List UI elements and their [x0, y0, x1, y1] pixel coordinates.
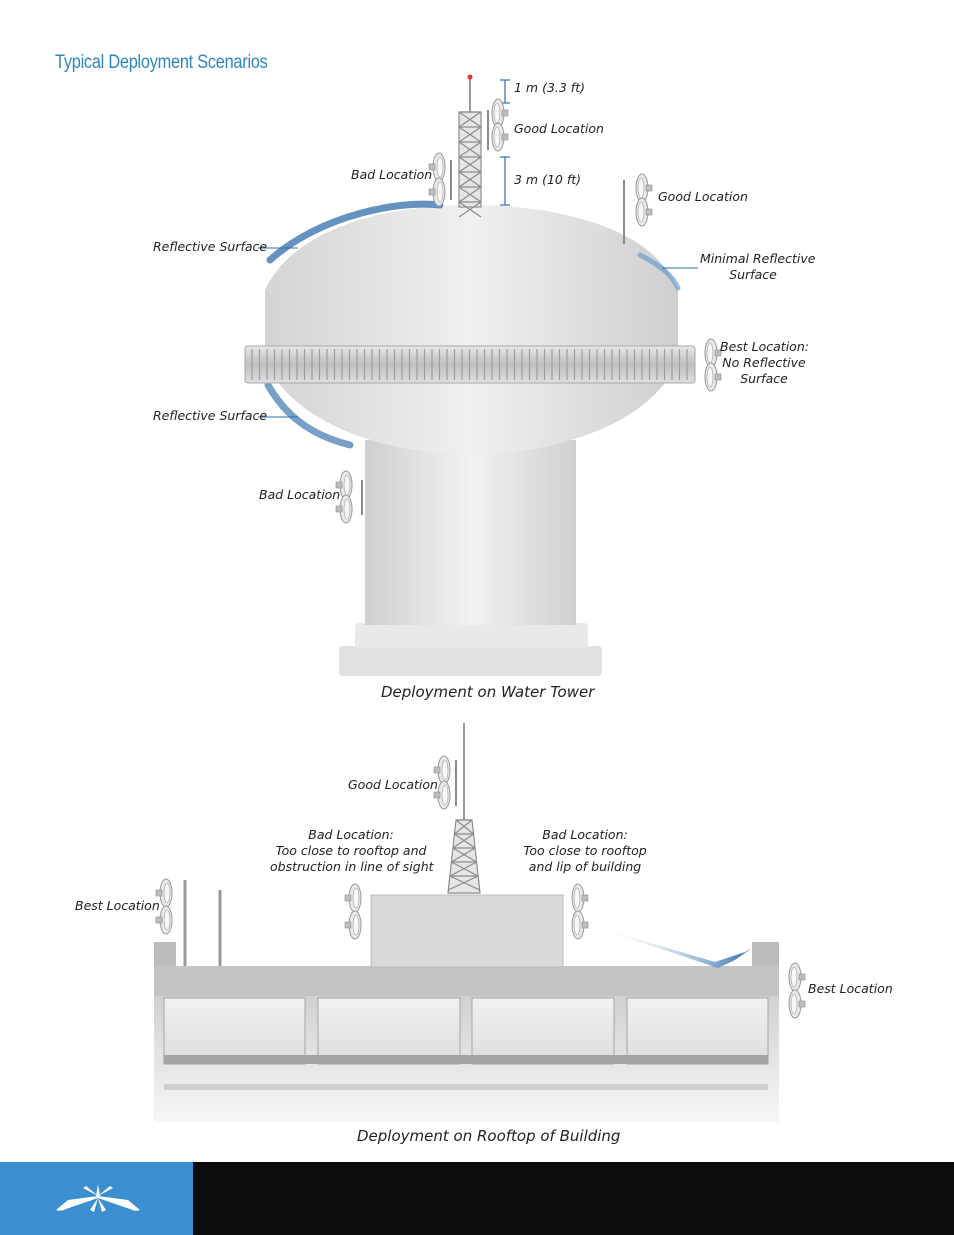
label-best-line2: No Reflective: [722, 355, 806, 370]
minimal-reflective-arc: [637, 252, 681, 291]
top-lattice-tower: [458, 74, 482, 218]
dish-good-mast: [433, 755, 457, 810]
page-heading: Typical Deployment Scenarios: [55, 52, 268, 73]
label-bad-location-right: Bad Location: Too close to rooftop and l…: [522, 827, 648, 875]
label-bad-right-line2: Too close to rooftop: [523, 843, 647, 858]
label-minimal-reflective: Minimal Reflective Surface: [700, 251, 816, 283]
deployment-diagram: [154, 74, 806, 1122]
leader-lines: [258, 247, 698, 418]
reflective-arc-top: [266, 200, 444, 264]
label-good-location-right: Good Location: [658, 189, 748, 204]
footer-bar: [193, 1162, 954, 1235]
label-best-location-right: Best Location: [808, 981, 893, 996]
label-three-meter: 3 m (10 ft): [514, 172, 582, 187]
label-bad-location-left: Bad Location: Too close to rooftop and o…: [270, 827, 434, 875]
dish-good-right: [623, 173, 653, 244]
label-one-meter: 1 m (3.3 ft): [514, 80, 585, 95]
tower-plinth: [355, 623, 588, 648]
dish-best-right: [788, 962, 806, 1019]
label-minimal-reflective-line1: Minimal Reflective: [700, 251, 816, 266]
tower-base: [339, 646, 602, 676]
label-bad-right-line1: Bad Location:: [542, 827, 628, 842]
label-reflective-surface-top: Reflective Surface: [153, 239, 268, 254]
label-best-location-band: Best Location: No Reflective Surface: [720, 339, 809, 387]
signal-beam-arrow: [590, 925, 752, 968]
dimension-lines: [500, 79, 510, 206]
label-good-location-top: Good Location: [514, 121, 604, 136]
label-bad-left-line3: obstruction in line of sight: [270, 859, 434, 874]
label-bad-location-column: Bad Location: [259, 487, 341, 502]
dish-best-band: [704, 338, 722, 392]
dish-best-left: [155, 878, 187, 966]
label-bad-right-line3: and lip of building: [528, 859, 642, 874]
rooftop-lattice-tower: [447, 723, 481, 894]
dish-bad-left: [344, 883, 362, 940]
reflective-arc-bottom: [264, 381, 354, 449]
label-minimal-reflective-line2: Surface: [729, 267, 777, 282]
label-bad-left-line1: Bad Location:: [308, 827, 394, 842]
dish-good-top: [487, 98, 509, 152]
label-best-location-left: Best Location: [75, 898, 160, 913]
label-good-location-mast: Good Location: [348, 777, 438, 792]
dish-bad-right: [571, 883, 589, 940]
dish-bad-top: [428, 152, 452, 207]
label-reflective-surface-bottom: Reflective Surface: [153, 408, 268, 423]
window-row: [163, 997, 769, 1090]
dish-bad-column: [335, 470, 363, 524]
label-best-line1: Best Location:: [720, 339, 809, 354]
ubiquiti-logo-icon: [56, 1184, 140, 1212]
label-bad-location-top: Bad Location: [351, 167, 433, 182]
tank-body: [265, 205, 678, 455]
rooftop-structure: [370, 894, 564, 968]
water-tower: [244, 74, 722, 676]
rooftop-building: [154, 723, 806, 1122]
caption-rooftop: Deployment on Rooftop of Building: [357, 1127, 621, 1145]
label-best-line3: Surface: [740, 371, 788, 386]
tower-column: [365, 440, 576, 625]
caption-water-tower: Deployment on Water Tower: [381, 683, 595, 701]
label-bad-left-line2: Too close to rooftop and: [275, 843, 427, 858]
band-railing: [251, 349, 688, 380]
roof-deck: [154, 966, 779, 996]
